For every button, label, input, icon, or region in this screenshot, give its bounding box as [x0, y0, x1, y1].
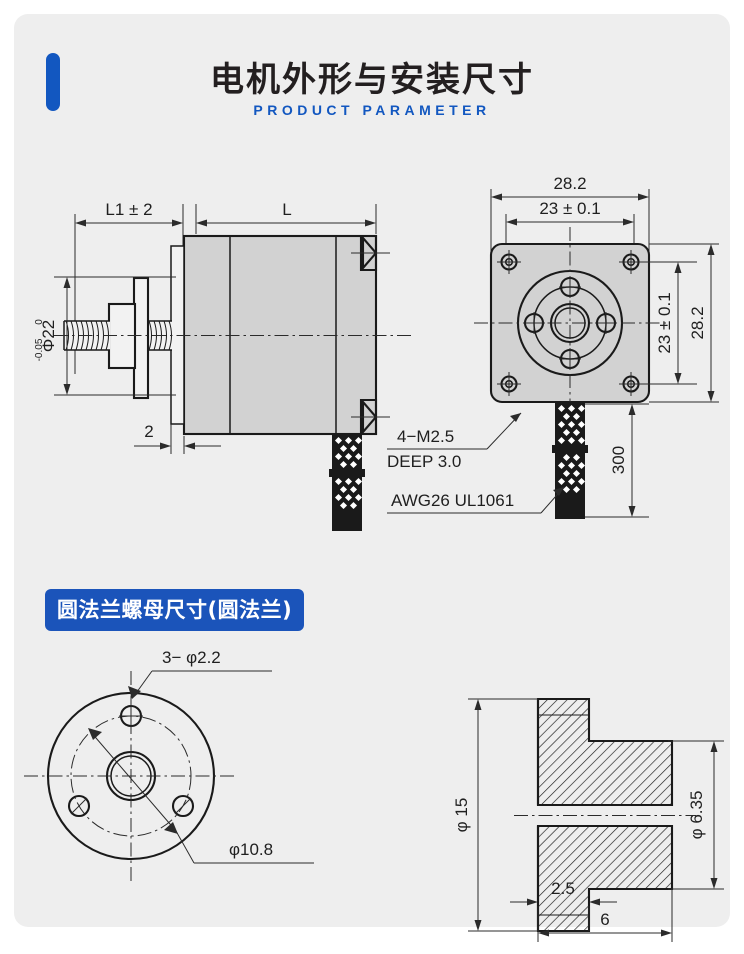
dim-bolt-vertical-label: 23 ± 0.1 — [655, 292, 674, 353]
dim-bolt-vertical: 23 ± 0.1 — [655, 262, 682, 384]
dim-cable-length-label: 300 — [609, 446, 628, 474]
note-cable-leader: AWG26 UL1061 — [387, 486, 565, 514]
flange-section-drawing: φ 15 φ 6.35 2.5 — [452, 697, 724, 942]
dim-bore-diameter-label: φ 6.35 — [687, 791, 706, 840]
note-thread-line1: 4−M2.5 — [397, 427, 454, 446]
dim-l1: L1 ± 2 — [75, 200, 183, 227]
side-view-drawing: L1 ± 2 L — [34, 200, 414, 531]
content-card: 电机外形与安装尺寸 PRODUCT PARAMETER L1 ± 2 — [14, 14, 730, 942]
dim-bolt-horizontal-label: 23 ± 0.1 — [539, 199, 600, 218]
page-title: 电机外形与安装尺寸 — [210, 60, 534, 100]
dim-total-length: 6 — [537, 889, 673, 942]
note-cable-label: AWG26 UL1061 — [391, 491, 514, 510]
dim-shaft-diameter-label: Φ22 — [39, 320, 58, 352]
dim-height-282: 28.2 — [688, 244, 715, 402]
section-title-flange: 圆法兰螺母尺寸(圆法兰) — [45, 589, 305, 631]
dim-shaft-diameter: Φ22 0 -0.05 — [34, 276, 176, 396]
dim-outer-diameter: φ 15 — [452, 698, 538, 932]
front-view-drawing: 28.2 23 ± 0.1 — [474, 174, 719, 519]
mounting-tab-bottom — [351, 398, 390, 436]
page-header: 电机外形与安装尺寸 PRODUCT PARAMETER — [14, 14, 730, 124]
dim-l: L — [196, 200, 376, 227]
cable-front — [552, 402, 588, 519]
page-subtitle: PRODUCT PARAMETER — [253, 102, 491, 118]
dim-cable-length: 300 — [585, 403, 649, 518]
dim-l1-label: L1 ± 2 — [105, 200, 152, 219]
dim-flange-thickness: 2 — [134, 422, 221, 454]
accent-bar — [46, 53, 60, 111]
dim-bore-diameter: φ 6.35 — [668, 740, 724, 890]
dim-flange-thickness-label: 2 — [144, 422, 153, 441]
flange-3-holes — [67, 704, 195, 818]
dim-bolt-circle-label: φ10.8 — [229, 840, 273, 859]
corner-mounting-holes — [497, 250, 643, 396]
dim-height-label: 28.2 — [688, 306, 707, 339]
dim-shaft-tol-lower: -0.05 — [34, 338, 45, 361]
note-3-holes-label: 3− φ2.2 — [162, 648, 221, 667]
dim-flange-thickness-section: 2.5 — [510, 879, 617, 931]
dim-flange-thickness-section-label: 2.5 — [551, 879, 575, 898]
dim-bolt-circle-leader: φ10.8 — [88, 728, 314, 864]
mounting-tab-top — [351, 234, 390, 272]
front-view-notes: 4−M2.5 DEEP 3.0 AWG26 UL1061 — [387, 412, 565, 514]
flange-front-drawing: 3− φ2.2 φ10.8 — [24, 648, 314, 881]
note-thread-line2: DEEP 3.0 — [387, 452, 461, 471]
note-3-holes-leader: 3− φ2.2 — [128, 648, 272, 699]
dim-shaft-tol-upper: 0 — [34, 319, 45, 325]
dim-outer-diameter-label: φ 15 — [452, 798, 471, 833]
cable-side — [329, 434, 365, 531]
dim-total-length-label: 6 — [600, 910, 609, 929]
dim-width-label: 28.2 — [553, 174, 586, 193]
note-thread-leader: 4−M2.5 DEEP 3.0 — [387, 412, 522, 471]
dim-l-label: L — [282, 200, 291, 219]
dim-bolt-horizontal: 23 ± 0.1 — [506, 199, 634, 226]
dim-width-282: 28.2 — [491, 174, 649, 201]
